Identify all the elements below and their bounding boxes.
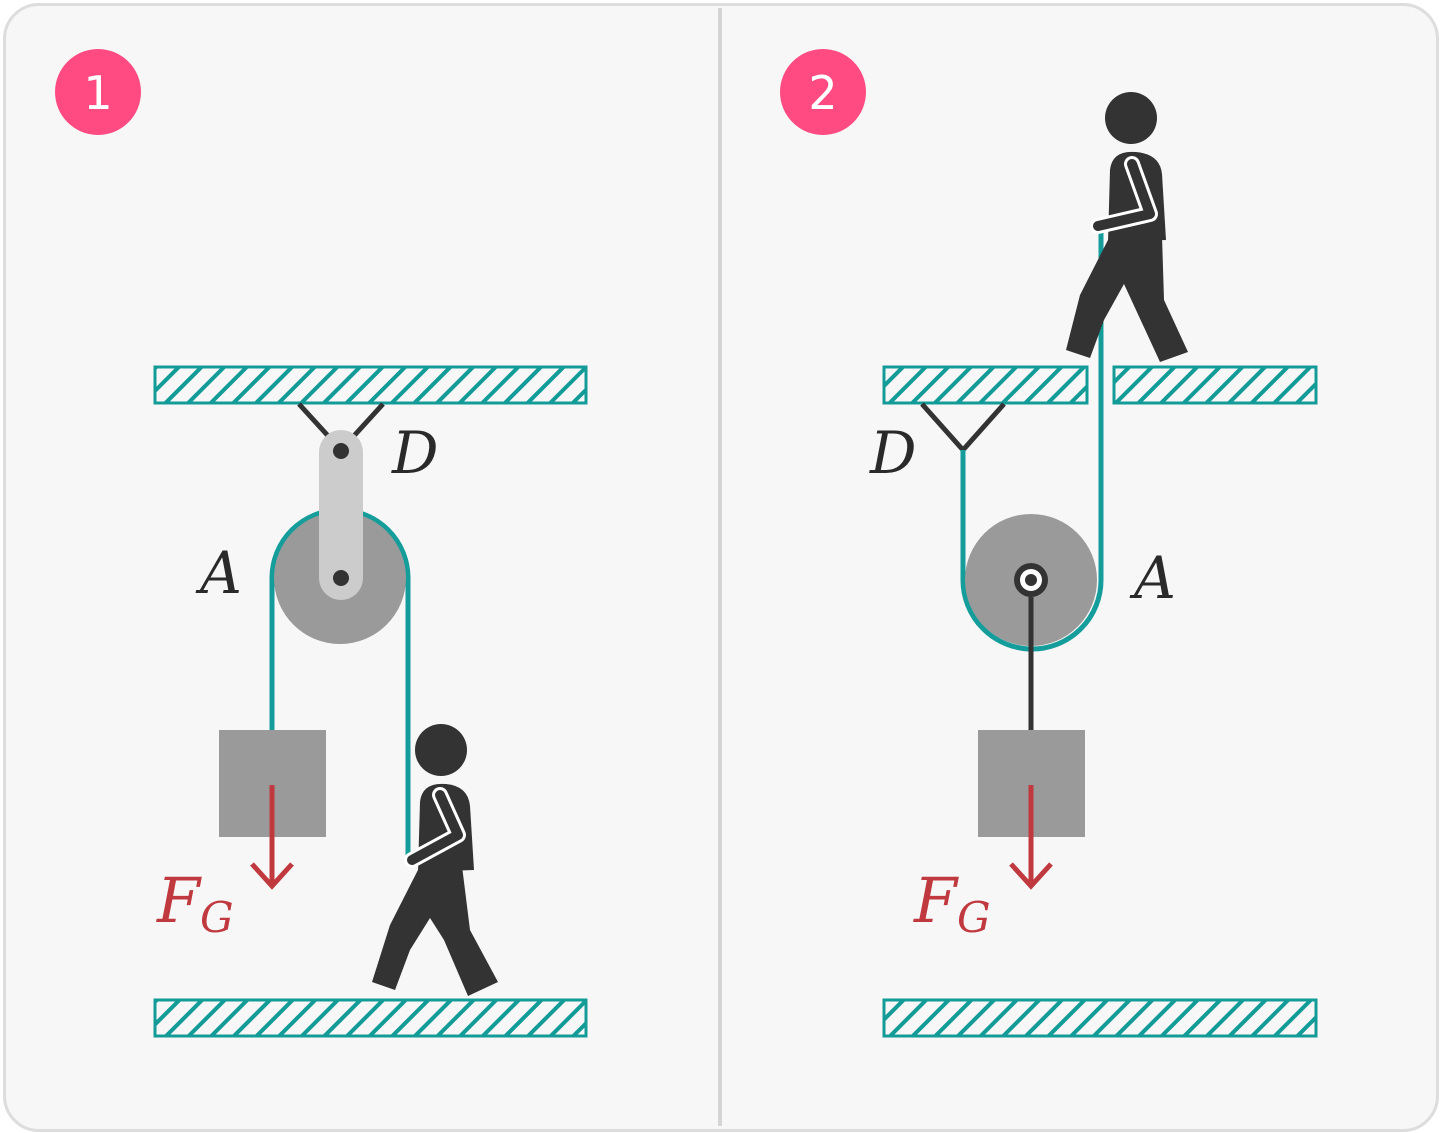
person-figure (1066, 92, 1188, 362)
gravity-arrow (250, 785, 294, 890)
suspension-strut (920, 402, 1006, 454)
panel-badge: 2 (780, 49, 866, 135)
gravity-arrow (1009, 785, 1053, 890)
person-figure (372, 724, 498, 996)
badge-number: 1 (83, 66, 112, 120)
force-label: FG (156, 864, 234, 942)
axle (1014, 563, 1048, 597)
badge-number: 2 (808, 66, 837, 120)
pulley-label: A (1129, 544, 1176, 612)
anchor-label: D (391, 419, 439, 487)
floor (153, 998, 588, 1038)
ceiling (153, 365, 588, 405)
ceiling-left (882, 365, 1089, 405)
force-label: FG (913, 864, 991, 942)
axle-pin (333, 570, 349, 586)
floor (882, 998, 1318, 1038)
panel-2: 2 D A FG (780, 49, 1318, 1038)
anchor-pin (333, 443, 349, 459)
anchor-label: D (869, 419, 917, 487)
pulley-label: A (195, 539, 242, 607)
panel-badge: 1 (55, 49, 141, 135)
ceiling-right (1112, 365, 1318, 405)
pulley-bracket (319, 430, 363, 600)
panel-1: 1 A D FG (55, 49, 588, 1038)
